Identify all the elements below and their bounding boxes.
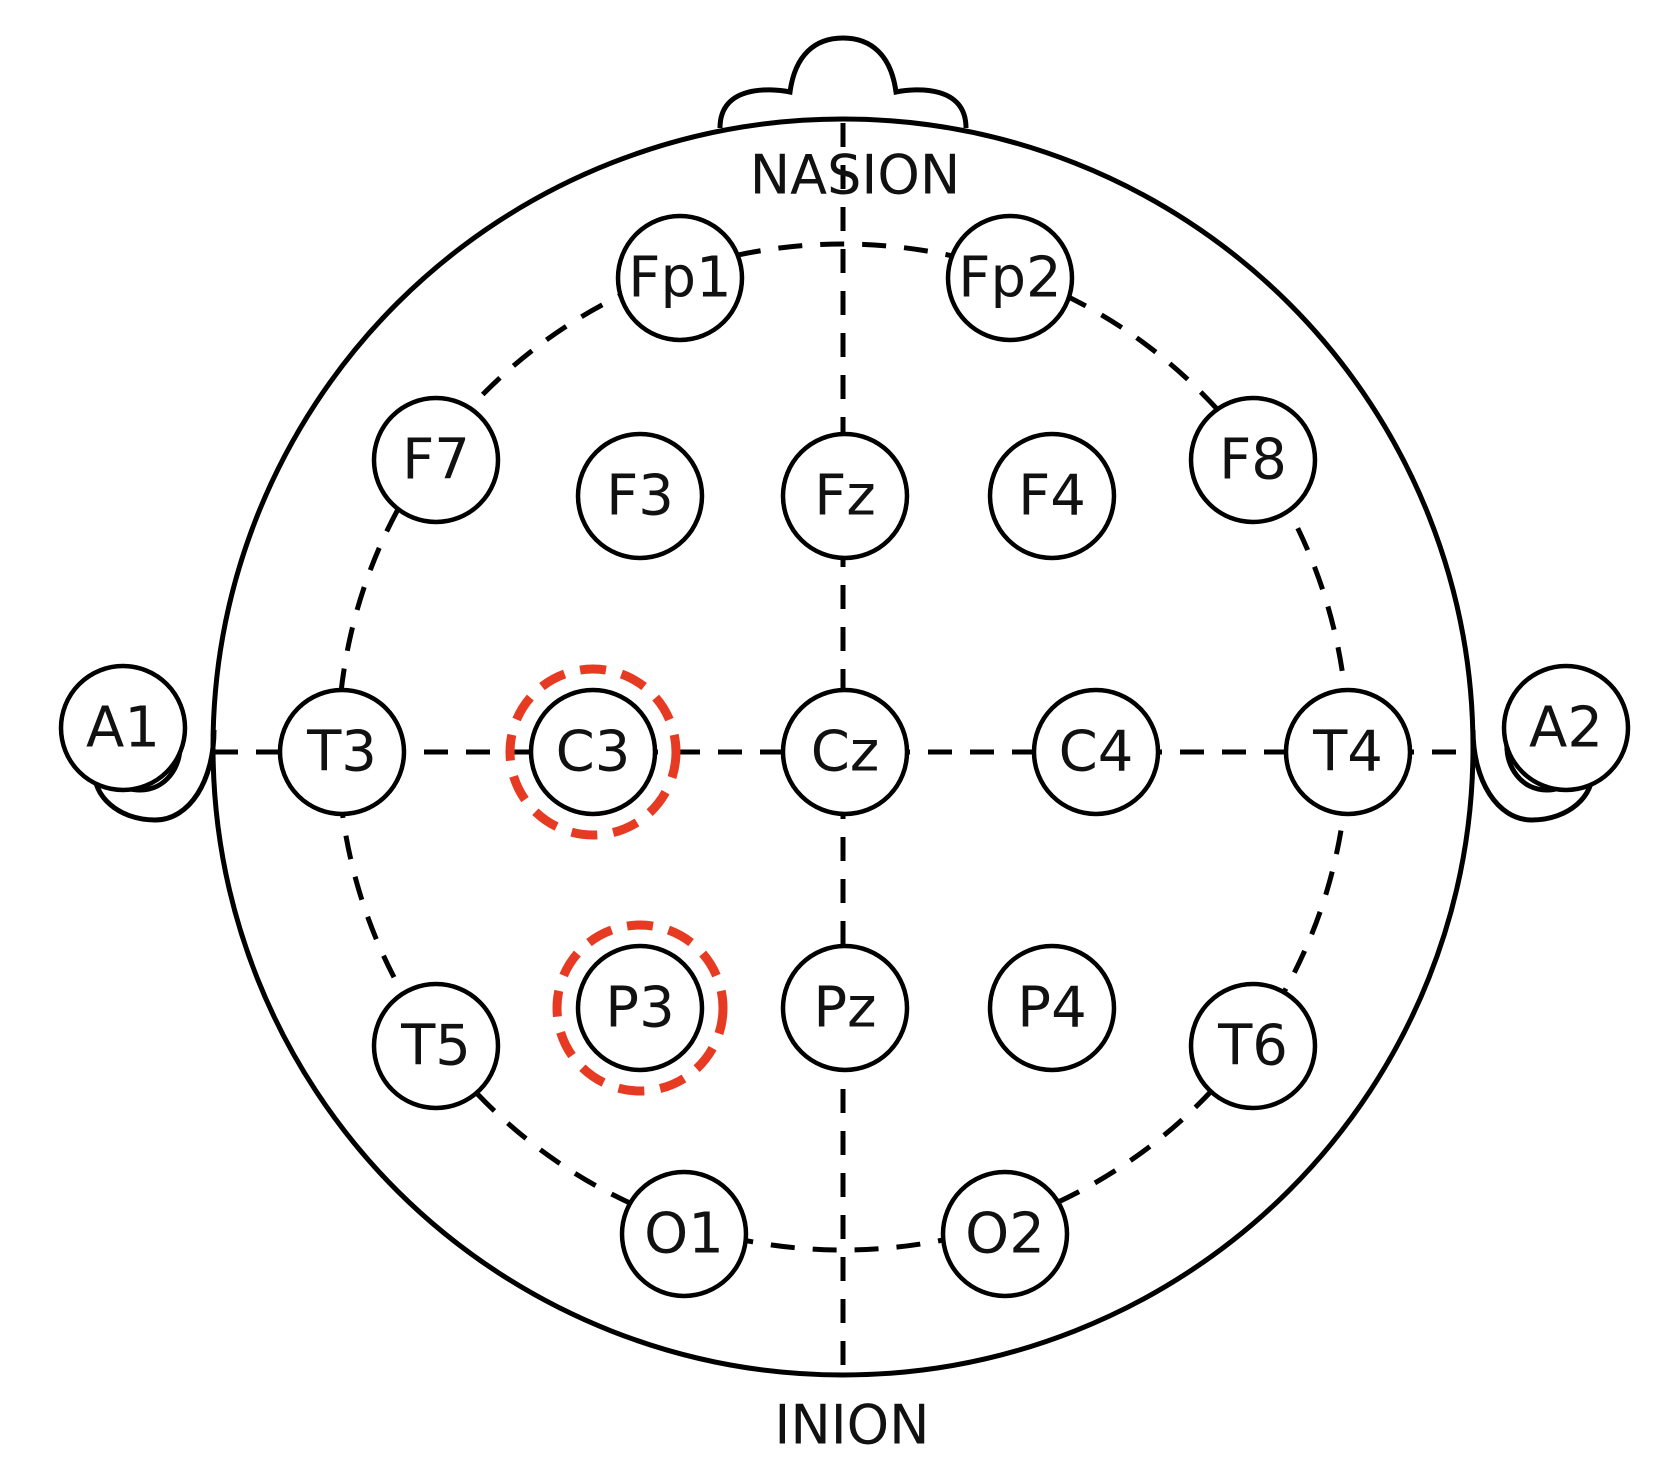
electrode-t3: T3 (277, 687, 407, 817)
electrode-fz: Fz (780, 431, 910, 561)
electrode-c4: C4 (1031, 687, 1161, 817)
electrode-t5: T5 (371, 981, 501, 1111)
electrode-f3: F3 (575, 431, 705, 561)
head-outline (210, 116, 1476, 1378)
electrode-p3: P3 (575, 943, 705, 1073)
electrode-label: C3 (556, 720, 631, 785)
highlight-ring-c3 (505, 664, 681, 840)
electrode-label: T4 (1312, 720, 1383, 785)
electrode-label: Cz (811, 720, 880, 785)
nose-outline (717, 35, 969, 129)
electrode-fp2: Fp2 (945, 213, 1075, 343)
electrode-o1: O1 (619, 1169, 749, 1299)
electrode-label: T6 (1217, 1014, 1288, 1079)
electrode-label: Fz (814, 464, 876, 529)
electrode-t4: T4 (1283, 687, 1413, 817)
electrode-cz: Cz (780, 687, 910, 817)
electrode-p4: P4 (987, 943, 1117, 1073)
electrode-label: A1 (86, 696, 160, 761)
inion-label: INION (774, 1394, 929, 1457)
electrode-label: T5 (400, 1014, 471, 1079)
electrode-f4: F4 (987, 431, 1117, 561)
electrode-label: T3 (306, 720, 377, 785)
electrode-label: Fp1 (628, 246, 731, 311)
electrode-label: O1 (644, 1202, 724, 1267)
electrode-f7: F7 (371, 395, 501, 525)
electrode-label: P3 (605, 976, 674, 1041)
electrode-a2: A2 (1501, 663, 1631, 793)
electrode-a1: A1 (58, 663, 188, 793)
electrode-label: F3 (606, 464, 674, 529)
electrode-label: F8 (1219, 428, 1287, 493)
electrode-label: Fp2 (958, 246, 1061, 311)
nasion-label: NASION (750, 144, 960, 207)
electrode-f8: F8 (1188, 395, 1318, 525)
electrode-o2: O2 (940, 1169, 1070, 1299)
electrode-label: A2 (1529, 696, 1603, 761)
electrode-pz: Pz (780, 943, 910, 1073)
electrode-t6: T6 (1188, 981, 1318, 1111)
electrode-label: O2 (965, 1202, 1045, 1267)
electrode-label: F7 (402, 428, 470, 493)
electrode-label: F4 (1018, 464, 1086, 529)
electrode-label: P4 (1017, 976, 1086, 1041)
highlight-ring-p3 (552, 920, 728, 1096)
electrode-label: Pz (813, 976, 876, 1041)
electrode-label: C4 (1059, 720, 1134, 785)
electrode-fp1: Fp1 (615, 213, 745, 343)
electrode-c3: C3 (528, 687, 658, 817)
